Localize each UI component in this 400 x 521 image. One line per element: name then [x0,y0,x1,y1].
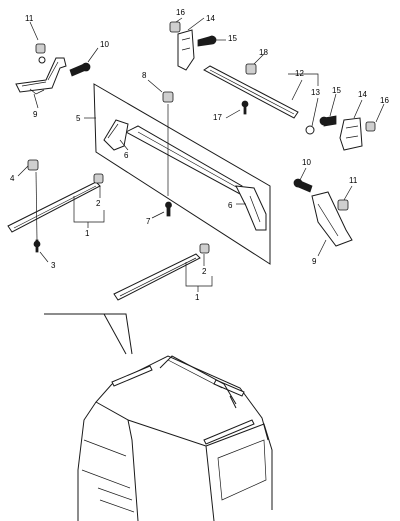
leader-15b [329,93,337,117]
callout-2: 2 [202,267,207,276]
leader-18 [253,53,265,65]
rail-strip-lower [113,253,201,301]
bracket-14-right [339,117,363,151]
bracket-6-right [235,185,267,231]
callout-14: 14 [358,90,367,99]
leader-7 [151,211,165,219]
leader-11b [343,185,353,201]
callout-11: 11 [349,176,358,185]
bracket-line-1a [73,196,105,223]
leader-9b [317,239,327,257]
roof-strip-right [213,379,245,397]
clip-16-right [365,121,376,132]
leader-12 [291,79,303,101]
bracket-line-12 [288,73,319,86]
door-window [217,439,267,501]
left-strip-assembly [7,159,104,253]
rail-strip-left [7,181,101,233]
callout-10: 10 [100,40,109,49]
leader-14b [353,99,363,119]
mount-bracket-left [15,57,67,93]
callout-15: 15 [228,34,237,43]
leader-11a [29,21,39,41]
callout-6: 6 [124,151,129,160]
door-line [81,439,131,489]
leader-14a [187,17,205,31]
cap-13 [305,125,315,135]
mount-bracket-right [311,191,353,247]
leader-3 [39,251,49,263]
callout-12: 12 [295,69,304,78]
bracket-line-1b [185,262,213,287]
callout-7: 7 [146,217,151,226]
callout-5: 5 [76,114,81,123]
callout-4: 4 [10,174,15,183]
leader-4 [17,165,29,177]
group-box-5 [93,83,271,265]
callout-9: 9 [33,110,38,119]
leader-10b [299,167,307,181]
callout-9: 9 [312,257,317,266]
bracket-14-top [177,29,195,71]
leader-4-axis [35,171,38,241]
callout-3: 3 [51,261,56,270]
leader-6a [119,139,129,151]
roof-strip-left [111,365,153,387]
windshield [127,419,215,521]
leader-13 [311,97,319,127]
leader-17 [225,109,241,119]
clip-4 [27,159,39,171]
left-bracket-assembly [15,43,91,95]
callout-14: 14 [206,14,215,23]
right-rail-assembly [169,21,376,151]
callout-6: 6 [228,201,233,210]
locator-pointer [44,313,133,355]
clip-nut-11-right [337,199,349,211]
callout-11: 11 [25,14,34,23]
callout-16: 16 [176,8,185,17]
roof-rack-rail [159,355,237,409]
leader-8 [147,79,163,93]
leader-16b [375,103,385,123]
roof-rail-center [124,125,243,195]
cab-front [95,401,139,521]
callout-17: 17 [213,113,222,122]
callout-13: 13 [311,88,320,97]
leader-16a [175,17,183,23]
callout-8: 8 [142,71,147,80]
clip-nut-body-left [35,43,46,54]
leader-10a [87,47,99,63]
callout-1: 1 [85,229,90,238]
clip-16-top [169,21,181,33]
right-bracket-assembly [293,178,353,247]
clip-8 [162,91,174,103]
cab-left-side [77,383,113,521]
callout-2: 2 [96,199,101,208]
callout-labels: 11 10 9 16 14 15 18 12 13 15 14 16 17 8 … [10,8,389,302]
cab-right-side [205,423,273,510]
callout-16: 16 [380,96,389,105]
vehicle-cab [77,355,273,521]
callout-15: 15 [332,86,341,95]
callout-10: 10 [302,158,311,167]
clip-2-lower [199,243,210,254]
callout-18: 18 [259,48,268,57]
nut-18 [245,63,257,75]
clip-nut-11-left [38,56,46,64]
roof-strip-rear [203,419,255,445]
clip-2-left [93,173,104,184]
callout-1: 1 [195,293,200,302]
grille-lines [97,487,135,513]
lower-strip-assembly [113,243,210,301]
leader-9a [33,93,39,109]
